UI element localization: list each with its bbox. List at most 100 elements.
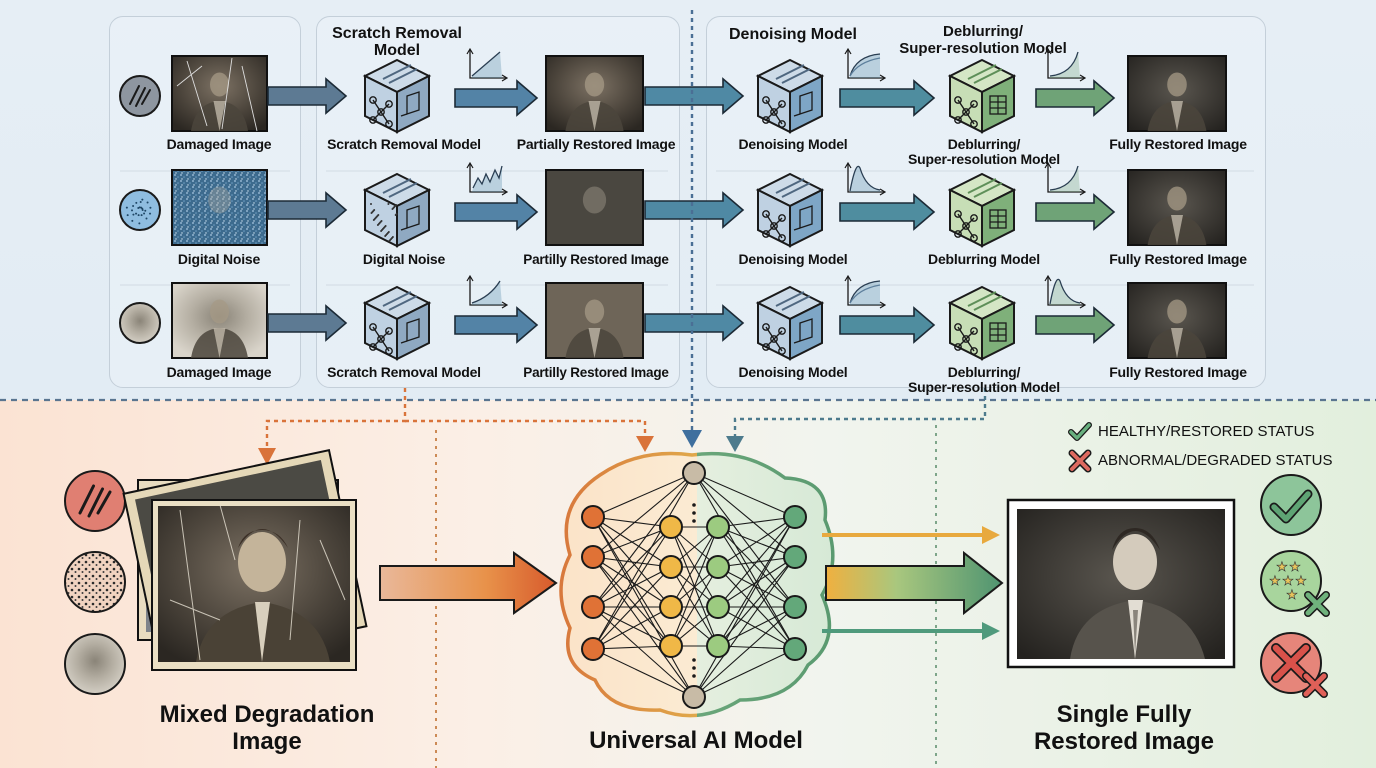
mini-chart-icon [844, 274, 887, 309]
network-node [783, 505, 807, 529]
network-node [783, 595, 807, 619]
partial-image-thumbnail [545, 55, 644, 132]
row-1-partial-label: Partially Restored Image [516, 136, 676, 152]
scratch-degradation-icon [64, 470, 126, 532]
arrowhead [726, 436, 744, 452]
input-image-thumbnail [171, 282, 268, 359]
scratch-model-cube-icon [362, 58, 432, 134]
ellipsis-dot [692, 503, 696, 507]
flow-arrow [839, 193, 936, 231]
partial-image-thumbnail [545, 282, 644, 359]
arrowhead [636, 436, 654, 452]
blur-degradation-icon [64, 633, 126, 695]
row-3-stage3-label: Deblurring/ Super-resolution Model [908, 364, 1060, 395]
row-2-stage1-label: Digital Noise [362, 251, 446, 267]
flow-arrow [267, 304, 348, 342]
cross-icon [1068, 449, 1092, 473]
flow-arrow [839, 306, 936, 344]
row-3-input-label: Damaged Image [166, 364, 272, 380]
denoising-model-cube-icon [755, 172, 825, 248]
row-1-output-label: Fully Restored Image [1109, 136, 1247, 152]
row-3-stage1-label: Scratch Removal Model [327, 364, 481, 380]
row-3-stage2-label: Denoising Model [738, 364, 848, 380]
row-1-stage2-label: Denoising Model [738, 136, 848, 152]
restored-image-thumbnail [1127, 282, 1227, 359]
restored-portrait-photo [1006, 498, 1236, 669]
arrowhead [258, 448, 276, 465]
row-2-stage3-label: Deblurring Model [928, 251, 1040, 267]
network-node [706, 595, 730, 619]
mini-chart-icon [466, 47, 509, 82]
mini-chart-icon [1044, 47, 1087, 82]
star-icon: ★ [1269, 574, 1281, 589]
denoising-model-cube-icon [755, 285, 825, 361]
input-flow-arrow [379, 551, 558, 615]
flow-arrow [1035, 306, 1116, 344]
flow-arrow [1035, 79, 1116, 117]
star-icon: ★ [1282, 574, 1294, 589]
partial-image-thumbnail [545, 169, 644, 246]
degradation-type-icon [119, 189, 161, 231]
arrowhead [982, 526, 1000, 544]
network-node [581, 637, 605, 661]
deblurring-model-cube-icon [947, 172, 1017, 248]
network-node [706, 555, 730, 579]
mini-chart-icon [1044, 161, 1087, 196]
input-image-thumbnail [171, 169, 268, 246]
mini-chart-icon [466, 161, 509, 196]
input-image-thumbnail [171, 55, 268, 132]
check-icon [1068, 422, 1092, 441]
ellipsis-dot [692, 519, 696, 523]
row-2-stage2-label: Denoising Model [738, 251, 848, 267]
flow-arrow [267, 77, 348, 115]
mini-chart-icon [1044, 274, 1087, 309]
mini-chart-icon [844, 161, 887, 196]
deblurring-model-cube-icon [947, 285, 1017, 361]
scratch-connector [405, 419, 647, 437]
restored-output-label: Single Fully Restored Image [1033, 701, 1215, 755]
network-node [783, 545, 807, 569]
status-icons: ★★★★★★ [1260, 474, 1330, 698]
legend-abnormal-label: ABNORMAL/DEGRADED STATUS [1098, 452, 1333, 469]
scratch-model-cube-icon [362, 285, 432, 361]
network-node [682, 685, 706, 709]
flow-arrow [839, 79, 936, 117]
flow-arrow [644, 304, 745, 342]
flow-arrow [454, 79, 539, 117]
star-icon: ★ [1276, 560, 1288, 575]
noise-degradation-icon [64, 551, 126, 613]
mini-chart-icon [844, 47, 887, 82]
header-scratch-removal: Scratch Removal Model [332, 25, 462, 59]
network-node [659, 515, 683, 539]
star-icon: ★ [1295, 574, 1307, 589]
star-icon: ★ [1289, 560, 1301, 575]
degradation-type-icon [119, 75, 161, 117]
scratch-connector [265, 388, 407, 450]
denoising-model-cube-icon [755, 58, 825, 134]
network-node [581, 595, 605, 619]
row-1-stage1-label: Scratch Removal Model [327, 136, 481, 152]
network-node [659, 595, 683, 619]
row-1-input-label: Damaged Image [166, 136, 272, 152]
scratch-model-cube-icon [362, 172, 432, 248]
ellipsis-dot [692, 666, 696, 670]
flow-arrow [644, 77, 745, 115]
row-3-output-label: Fully Restored Image [1109, 364, 1247, 380]
network-node [783, 637, 807, 661]
mini-chart-icon [466, 274, 509, 309]
degradation-type-icon [119, 302, 161, 344]
network-node [581, 505, 605, 529]
flow-arrow [454, 193, 539, 231]
flow-arrow [267, 191, 348, 229]
ellipsis-dot [692, 511, 696, 515]
legend-healthy-label: HEALTHY/RESTORED STATUS [1098, 423, 1315, 440]
network-node [659, 634, 683, 658]
network-node [581, 545, 605, 569]
restored-image-thumbnail [1127, 169, 1227, 246]
output-flow-arrow [825, 550, 1004, 616]
row-2-input-label: Digital Noise [177, 251, 261, 267]
universal-model-label: Universal AI Model [589, 727, 803, 754]
flow-arrow [454, 306, 539, 344]
row-2-output-label: Fully Restored Image [1109, 251, 1247, 267]
